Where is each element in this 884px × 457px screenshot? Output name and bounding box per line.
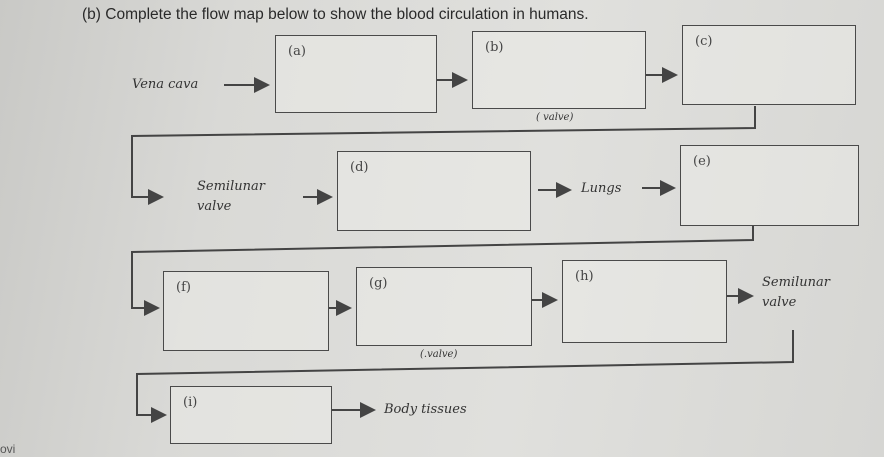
box-d[interactable]: (d)	[337, 151, 531, 231]
body-tissues-label: Body tissues	[384, 402, 467, 417]
valve-label: ( valve)	[536, 112, 574, 123]
semilunar-right-label-2: valve	[762, 295, 797, 310]
box-label: (a)	[288, 44, 306, 59]
box-f[interactable]: (f)	[163, 271, 329, 351]
box-label: (d)	[350, 160, 369, 175]
box-c[interactable]: (c)	[682, 25, 856, 105]
box-b[interactable]: (b)	[472, 31, 646, 109]
vena-cava-label: Vena cava	[132, 77, 199, 92]
question-title: (b) Complete the flow map below to show …	[82, 6, 589, 23]
valve-label-2: (.valve)	[420, 349, 458, 360]
box-label: (g)	[369, 276, 388, 291]
lungs-label: Lungs	[581, 181, 622, 196]
box-label: (e)	[693, 154, 711, 169]
box-i[interactable]: (i)	[170, 386, 332, 444]
box-label: (c)	[695, 34, 713, 49]
semilunar-right-label: Semilunar	[762, 275, 830, 290]
box-label: (f)	[176, 280, 191, 295]
box-label: (i)	[183, 395, 198, 410]
semilunar-label: Semilunar	[197, 179, 265, 194]
box-g[interactable]: (g)	[356, 267, 532, 346]
box-e[interactable]: (e)	[680, 145, 859, 226]
box-label: (b)	[485, 40, 504, 55]
box-a[interactable]: (a)	[275, 35, 437, 113]
box-h[interactable]: (h)	[562, 260, 727, 343]
edge-text: ovi	[0, 442, 16, 456]
box-label: (h)	[575, 269, 594, 284]
semilunar-label-2: valve	[197, 199, 232, 214]
